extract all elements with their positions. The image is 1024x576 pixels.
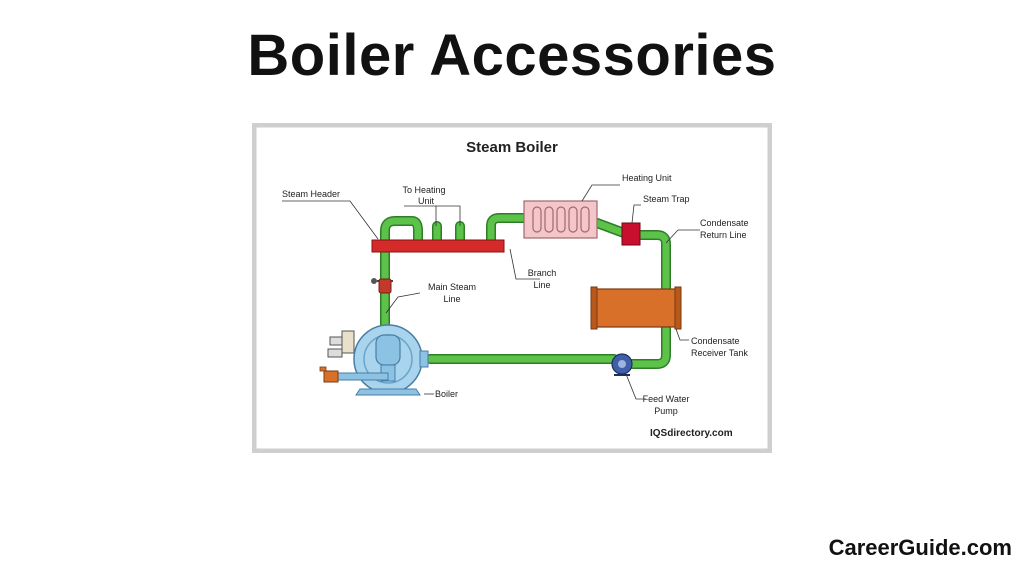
label-to-heating-unit-line1: To Heating xyxy=(402,185,445,195)
steam-header xyxy=(371,239,505,253)
label-heating-unit: Heating Unit xyxy=(622,173,672,183)
feed-water-pump xyxy=(611,353,633,376)
steam-boiler-diagram: Steam Boiler xyxy=(252,123,772,453)
label-condensate-receiver-line2: Receiver Tank xyxy=(691,348,748,358)
boiler xyxy=(319,324,429,396)
label-main-steam-line-line2: Line xyxy=(443,294,460,304)
label-main-steam-line-line1: Main Steam xyxy=(428,282,476,292)
branch-line xyxy=(487,214,528,244)
label-branch-line-line1: Branch xyxy=(528,268,557,278)
label-feed-water-pump-line2: Pump xyxy=(654,406,678,416)
label-steam-trap: Steam Trap xyxy=(643,194,690,204)
diagram-border xyxy=(252,123,772,453)
site-credit: CareerGuide.com xyxy=(828,535,1012,560)
label-condensate-return-line1: Condensate xyxy=(700,218,749,228)
label-steam-header: Steam Header xyxy=(282,189,340,199)
valve-icon xyxy=(371,278,393,294)
steam-trap xyxy=(621,222,641,246)
label-condensate-receiver-line1: Condensate xyxy=(691,336,740,346)
label-branch-line-line2: Line xyxy=(533,280,550,290)
label-feed-water-pump-line1: Feed Water xyxy=(643,394,690,404)
label-to-heating-unit-line2: Unit xyxy=(418,196,435,206)
heating-unit xyxy=(523,200,598,239)
label-condensate-return-line2: Return Line xyxy=(700,230,747,240)
condensate-return-line xyxy=(636,231,670,292)
tank-to-pump-line xyxy=(626,324,670,368)
pipe-network xyxy=(380,213,671,369)
diagram-title: Steam Boiler xyxy=(466,139,558,156)
condensate-receiver-tank xyxy=(590,286,682,330)
label-boiler: Boiler xyxy=(435,389,458,399)
page-title: Boiler Accessories xyxy=(247,23,777,88)
leader-lines xyxy=(282,184,700,400)
diagram-source: IQSdirectory.com xyxy=(650,428,733,439)
trap-link xyxy=(593,219,628,237)
main-steam-line xyxy=(381,217,422,361)
